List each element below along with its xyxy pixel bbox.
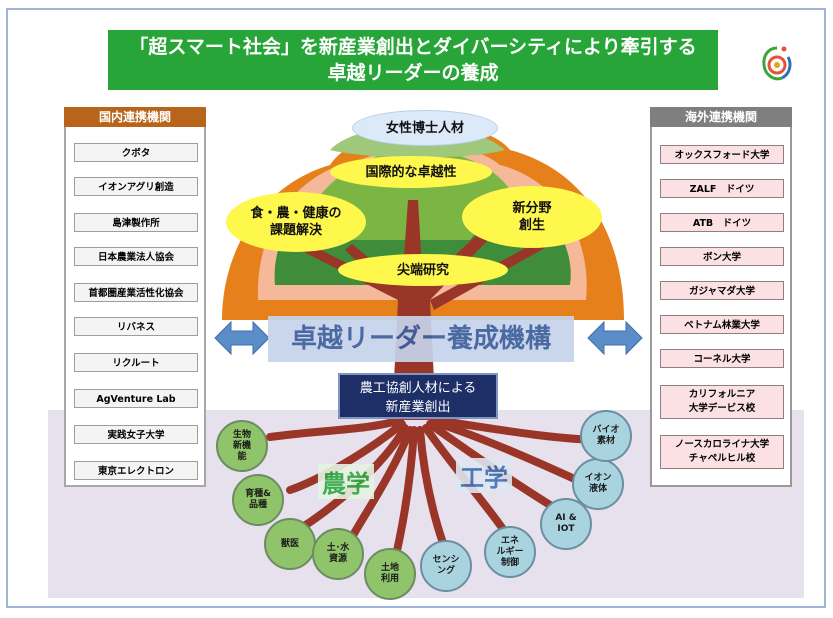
right-double-arrow-icon <box>587 320 643 356</box>
agriculture-label: 農学 <box>318 464 374 499</box>
women-doctorate-oval: 女性博士人材 <box>352 110 498 146</box>
engineering-label: 工学 <box>456 458 512 493</box>
domestic-item: イオンアグリ創造 <box>74 177 198 196</box>
root-circle-agri-3: 獣医 <box>264 518 316 570</box>
overseas-partners-heading: 海外連携機関 <box>650 107 792 127</box>
overseas-item: ATB ドイツ <box>660 213 784 232</box>
root-circle-agri-1: 生物 新機 能 <box>216 420 268 472</box>
food-agri-health-oval: 食・農・健康の 課題解決 <box>226 192 366 252</box>
joint-creation-box: 農工協創人材による 新産業創出 <box>338 373 498 419</box>
overseas-item: ノースカロライナ大学 チャペルヒル校 <box>660 435 784 469</box>
title-line-2: 卓越リーダーの養成 <box>327 62 499 84</box>
overseas-item: コーネル大学 <box>660 349 784 368</box>
overseas-item: カリフォルニア 大学デービス校 <box>660 385 784 419</box>
domestic-item: 東京エレクトロン <box>74 461 198 480</box>
root-circle-agri-5: 土地 利用 <box>364 548 416 600</box>
international-excellence-label: 国際的な卓越性 <box>365 164 457 180</box>
overseas-item: ZALF ドイツ <box>660 179 784 198</box>
domestic-item: 島津製作所 <box>74 213 198 232</box>
food-agri-health-label: 食・農・健康の 課題解決 <box>250 206 342 238</box>
title-line-1: 「超スマート社会」を新産業創出とダイバーシティにより牽引する <box>129 36 697 58</box>
domestic-item: 日本農業法人協会 <box>74 247 198 266</box>
left-double-arrow-icon <box>214 320 270 356</box>
new-field-oval: 新分野 創生 <box>462 186 602 248</box>
root-circle-eng-5: バイオ 素材 <box>580 410 632 462</box>
root-circle-eng-4: イオン 液体 <box>572 458 624 510</box>
cutting-edge-label: 尖端研究 <box>396 262 449 278</box>
domestic-partners-heading: 国内連携機関 <box>64 107 206 127</box>
root-circle-eng-1: センシ ング <box>420 540 472 592</box>
slide-frame <box>6 8 826 608</box>
overseas-partners-panel: 海外連携機関 オックスフォード大学 ZALF ドイツ ATB ドイツ ボン大学 … <box>650 107 792 487</box>
domestic-item: AgVenture Lab <box>74 389 198 408</box>
overseas-item: ベトナム林業大学 <box>660 315 784 334</box>
root-circle-agri-4: 土･水 資源 <box>312 528 364 580</box>
domestic-item: 首都圏産業活性化協会 <box>74 283 198 302</box>
overseas-item: ボン大学 <box>660 247 784 266</box>
domestic-item: リクルート <box>74 353 198 372</box>
organization-label: 卓越リーダー養成機構 <box>268 316 574 362</box>
root-circle-eng-3: AI & IOT <box>540 498 592 550</box>
domestic-partners-panel: 国内連携機関 クボタ イオンアグリ創造 島津製作所 日本農業法人協会 首都圏産業… <box>64 107 206 487</box>
international-excellence-oval: 国際的な卓越性 <box>330 156 492 188</box>
domestic-item: リバネス <box>74 317 198 336</box>
women-doctorate-label: 女性博士人材 <box>385 120 464 136</box>
root-circle-agri-2: 育種& 品種 <box>232 474 284 526</box>
domestic-item: クボタ <box>74 143 198 162</box>
domestic-item: 実践女子大学 <box>74 425 198 444</box>
cutting-edge-oval: 尖端研究 <box>338 254 508 286</box>
overseas-item: ガジャマダ大学 <box>660 281 784 300</box>
title-banner: 「超スマート社会」を新産業創出とダイバーシティにより牽引する 卓越リーダーの養成 <box>108 30 718 90</box>
circle-logo-icon <box>762 46 792 81</box>
overseas-item: オックスフォード大学 <box>660 145 784 164</box>
root-circle-eng-2: エネ ルギー 制御 <box>484 526 536 578</box>
new-field-label: 新分野 創生 <box>512 201 552 233</box>
